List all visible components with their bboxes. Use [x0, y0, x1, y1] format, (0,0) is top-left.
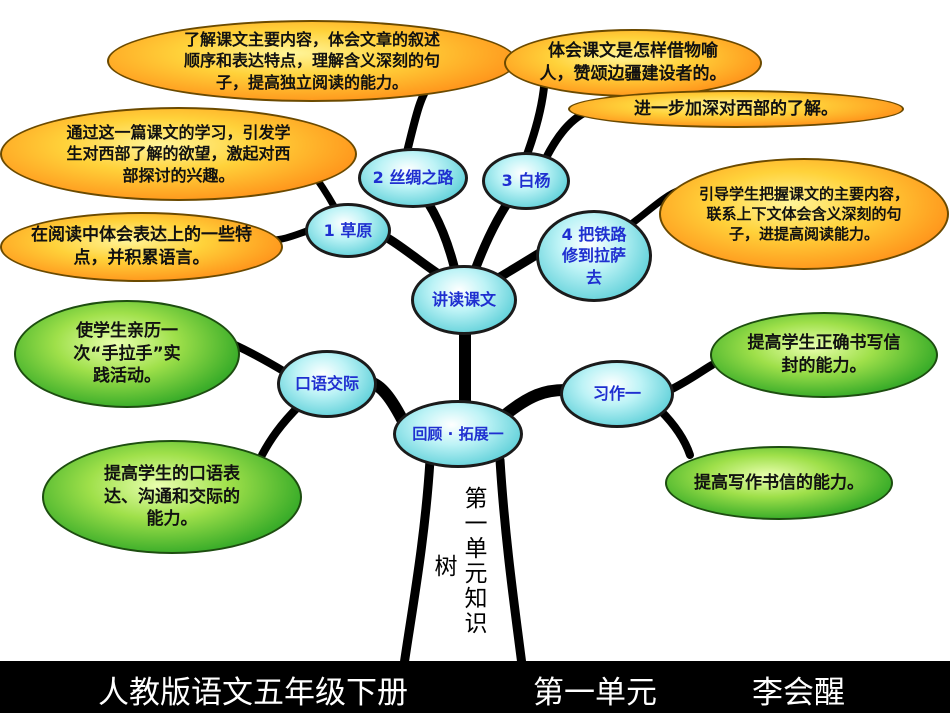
node-writing: 习作一: [560, 360, 674, 428]
note-top-right-text: 体会课文是怎样借物喻人，赞颂边疆建设者的。: [539, 41, 727, 84]
note-oral2: 提高学生的口语表达、沟通和交际的能力。: [42, 440, 302, 554]
note-oral1: 使学生亲历一次“手拉手”实践活动。: [14, 300, 240, 408]
node-oral-label: 口语交际: [294, 374, 359, 394]
note-right-lesson4: 引导学生把握课文的主要内容，联系上下文体会含义深刻的句子，进提高阅读能力。: [659, 158, 949, 270]
branch-writing: [499, 384, 571, 421]
branch-oral-up: [231, 341, 289, 376]
footer-author: 李会醒: [752, 675, 845, 711]
trunk-title-main: 第一单元知识: [460, 486, 486, 636]
note-right-lesson4-text: 引导学生把握课文的主要内容，联系上下文体会含义深刻的句子，进提高阅读能力。: [698, 184, 909, 244]
note-write2: 提高写作书信的能力。: [665, 446, 893, 520]
node-lesson1: 1 草原: [305, 203, 391, 258]
branch-oral-down: [258, 401, 304, 459]
footer-unit: 第一单元: [533, 675, 657, 711]
footer-book: 人教版语文五年级下册: [98, 675, 408, 711]
node-lesson2-label: 2 丝绸之路: [372, 168, 454, 188]
node-lesson2: 2 丝绸之路: [358, 148, 468, 208]
trunk-right-edge: [495, 455, 527, 670]
node-writing-label: 习作一: [592, 384, 641, 404]
note-top-center: 了解课文主要内容，体会文章的叙述顺序和表达特点，理解含义深刻的句子，提高独立阅读…: [107, 20, 517, 102]
note-write1: 提高学生正确书写信封的能力。: [710, 312, 938, 398]
note-top-right2: 进一步加深对西部的了解。: [568, 90, 904, 128]
node-lesson3-label: 3 白杨: [501, 171, 551, 191]
note-top-right2-text: 进一步加深对西部的了解。: [634, 98, 838, 119]
node-oral: 口语交际: [277, 350, 377, 418]
note-left1-text: 通过这一篇课文的学习，引发学生对西部了解的欲望，激起对西部探讨的兴趣。: [66, 122, 291, 185]
branch-write-up: [666, 361, 716, 394]
node-main: 讲读课文: [411, 265, 517, 335]
note-oral2-text: 提高学生的口语表达、沟通和交际的能力。: [104, 463, 240, 530]
node-lesson4-label: 4 把铁路修到拉萨去: [561, 224, 627, 287]
node-lesson1-label: 1 草原: [323, 220, 373, 240]
node-review: 回顾 · 拓展一: [393, 400, 523, 468]
trunk-left-edge: [399, 455, 435, 670]
node-main-label: 讲读课文: [431, 290, 496, 310]
note-left2-text: 在阅读中体会表达上的一些特点，并积累语言。: [31, 225, 252, 268]
footer-bar: 人教版语文五年级下册 第一单元 李会醒: [0, 661, 950, 713]
note-top-right: 体会课文是怎样借物喻人，赞颂边疆建设者的。: [504, 29, 762, 97]
branch-write-down: [656, 406, 694, 459]
note-write2-text: 提高写作书信的能力。: [694, 472, 864, 493]
note-top-center-text: 了解课文主要内容，体会文章的叙述顺序和表达特点，理解含义深刻的句子，提高独立阅读…: [183, 29, 440, 92]
note-write1-text: 提高学生正确书写信封的能力。: [747, 333, 901, 376]
note-oral1-text: 使学生亲历一次“手拉手”实践活动。: [73, 320, 181, 387]
trunk-title-tree: 树: [430, 554, 456, 579]
node-lesson4: 4 把铁路修到拉萨去: [536, 210, 652, 302]
note-left1: 通过这一篇课文的学习，引发学生对西部了解的欲望，激起对西部探讨的兴趣。: [0, 107, 357, 201]
node-review-label: 回顾 · 拓展一: [412, 424, 504, 443]
node-lesson3: 3 白杨: [482, 152, 570, 210]
note-left2: 在阅读中体会表达上的一些特点，并积累语言。: [0, 212, 283, 282]
